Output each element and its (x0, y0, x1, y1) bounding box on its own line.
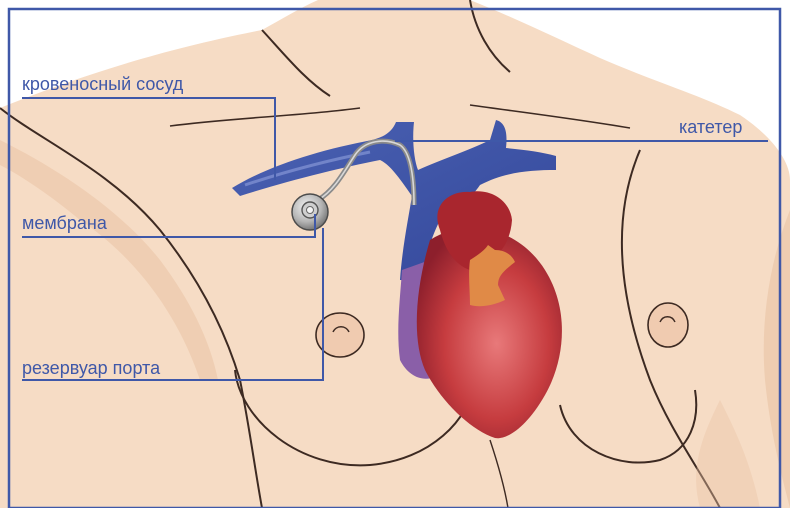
label-blood-vessel: кровеносный сосуд (22, 74, 183, 94)
label-membrane: мембрана (22, 213, 107, 233)
right-areola (648, 303, 688, 347)
label-catheter: катетер (679, 117, 742, 137)
label-port-reservoir: резервуар порта (22, 358, 160, 378)
port-membrane-center (307, 207, 314, 214)
